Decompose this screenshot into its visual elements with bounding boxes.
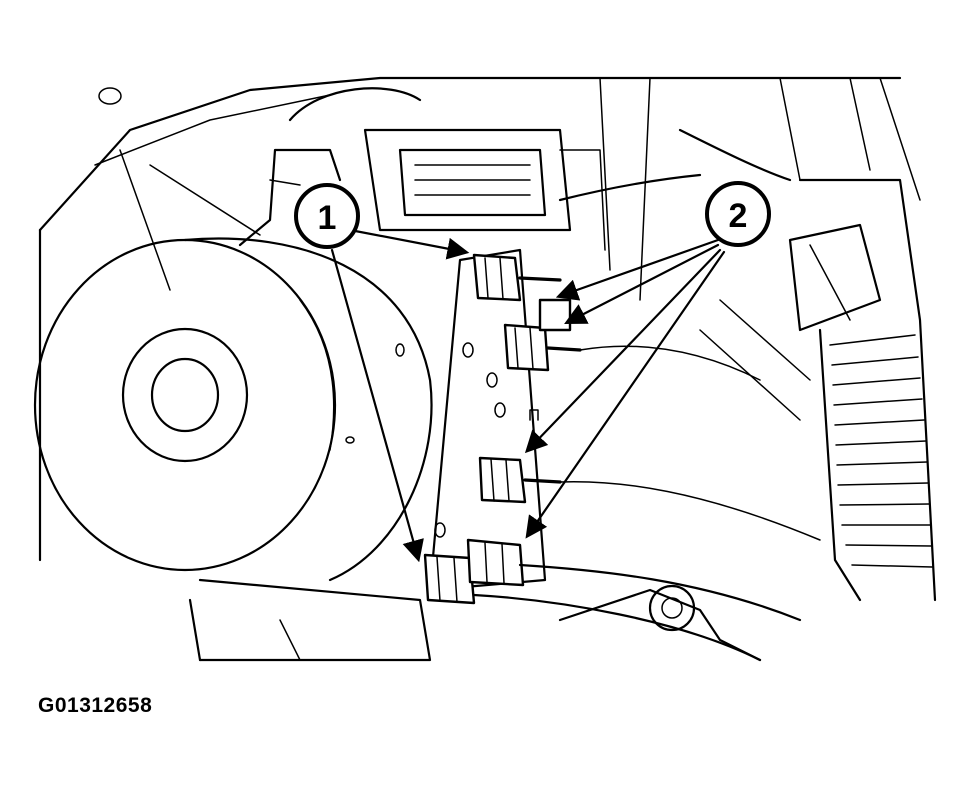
engine-bay-background [38,76,921,562]
electrical-connector [363,128,606,251]
pump-motor-housing [33,148,433,582]
callout-1-label: 1 [318,199,337,237]
corrugated-hose [788,178,937,602]
brake-line-fittings [423,253,582,605]
callout-2: 2 [705,181,771,247]
valve-block-plate [428,248,547,592]
fitting-nut-3 [478,456,562,504]
fitting-nut-4 [423,538,525,605]
callout-1-arrows [330,228,470,563]
fitting-nut-2 [503,298,582,372]
figure-code: G01312658 [38,694,153,717]
callout-2-label: 2 [729,197,748,235]
callout-1: 1 [294,183,360,249]
callout-2-arrows [524,238,726,539]
brake-tubes [472,299,821,662]
lower-bracket [188,578,762,662]
fitting-nut-1 [472,253,562,302]
